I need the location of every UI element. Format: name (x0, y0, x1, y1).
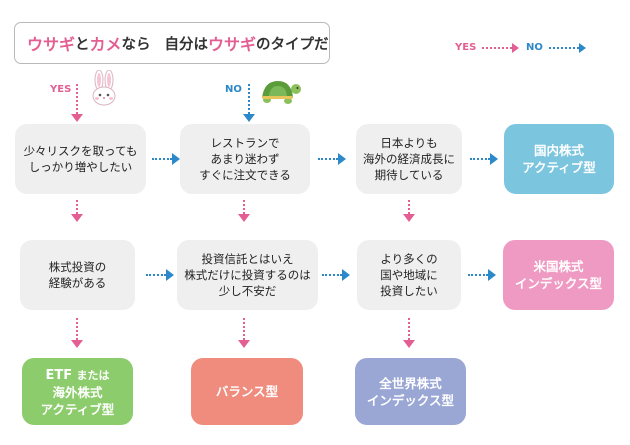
branch-yes-label: YES (50, 84, 72, 95)
question-risk: 少々リスクを取っても しっかり増やしたい (15, 124, 146, 194)
question-restaurant-text: レストランで あまり迷わず すぐに注文できる (199, 136, 291, 182)
result-zensekai-index: 全世界株式 インデックス型 (355, 358, 466, 425)
title-part-kame: カメ (89, 35, 122, 54)
legend-yes-line (482, 46, 513, 49)
arrow-q4-to-q5 (146, 269, 174, 281)
result-etf-rest: 海外株式 アクティブ型 (40, 384, 115, 417)
rabbit-icon (92, 70, 116, 106)
turtle-icon (262, 81, 301, 104)
legend-yes-arrowhead (512, 42, 520, 53)
arrow-start-yes (71, 84, 83, 122)
question-overseas: 日本よりも 海外の経済成長に 期待している (356, 124, 462, 194)
title-part-jibun: 自分は (164, 36, 209, 53)
question-overseas-text: 日本よりも 海外の経済成長に 期待している (363, 136, 455, 182)
result-etf-mid: または (76, 368, 110, 382)
arrow-q5-to-r4 (238, 318, 250, 348)
arrow-q6-to-r2 (468, 269, 496, 281)
title-part-type: のタイプだ (256, 36, 329, 53)
arrow-q3-to-q6 (403, 200, 415, 222)
result-balance: バランス型 (191, 358, 303, 425)
question-risk-text: 少々リスクを取っても しっかり増やしたい (23, 144, 138, 174)
title-part-nara: なら (121, 36, 151, 53)
result-balance-text: バランス型 (215, 384, 279, 399)
arrow-q2-to-q3 (318, 153, 346, 165)
arrow-q1-to-q2 (152, 153, 180, 165)
arrow-q4-to-r3 (71, 318, 83, 348)
result-kokunai-active-text: 国内株式 アクティブ型 (522, 143, 596, 175)
title-box: ウサギ と カメ なら 自分は ウサギ のタイプだ (14, 22, 330, 64)
result-etf-kaigai-active: ETF または 海外株式 アクティブ型 (22, 358, 133, 425)
legend-yes-label: YES (455, 42, 477, 53)
legend-no-line (548, 46, 579, 49)
arrow-q6-to-r5 (403, 318, 415, 348)
arrow-q2-to-q5 (238, 200, 250, 222)
result-kokunai-active: 国内株式 アクティブ型 (504, 124, 614, 194)
result-beikoku-index: 米国株式 インデックス型 (503, 240, 614, 310)
arrow-q1-to-q4 (71, 200, 83, 222)
arrow-q5-to-q6 (322, 269, 350, 281)
result-zensekai-index-text: 全世界株式 インデックス型 (366, 375, 455, 408)
arrow-q3-to-r1 (470, 153, 498, 165)
title-part-usagi: ウサギ (27, 35, 76, 54)
question-experience: 株式投資の 経験がある (20, 240, 135, 310)
question-more-regions: より多くの 国や地域に 投資したい (357, 240, 461, 310)
result-etf-line: ETF または (46, 366, 110, 384)
branch-no-label: NO (225, 84, 242, 95)
arrow-start-no (243, 84, 255, 122)
question-stock-only-text: 投資信託とはいえ 株式だけに投資するのは 少し不安だ (184, 252, 311, 298)
result-beikoku-index-text: 米国株式 インデックス型 (514, 259, 603, 291)
legend-no: NO (526, 42, 586, 53)
title-part-to: と (75, 36, 90, 53)
legend-no-arrowhead (578, 42, 586, 53)
legend-no-label: NO (526, 42, 543, 53)
title-part-usagi-2: ウサギ (208, 35, 257, 54)
legend-yes: YES (455, 42, 520, 53)
result-etf-prefix: ETF (45, 367, 73, 383)
question-restaurant: レストランで あまり迷わず すぐに注文できる (180, 124, 310, 194)
question-stock-only: 投資信託とはいえ 株式だけに投資するのは 少し不安だ (177, 240, 318, 310)
question-more-regions-text: より多くの 国や地域に 投資したい (380, 252, 438, 298)
question-experience-text: 株式投資の 経験がある (48, 260, 107, 290)
